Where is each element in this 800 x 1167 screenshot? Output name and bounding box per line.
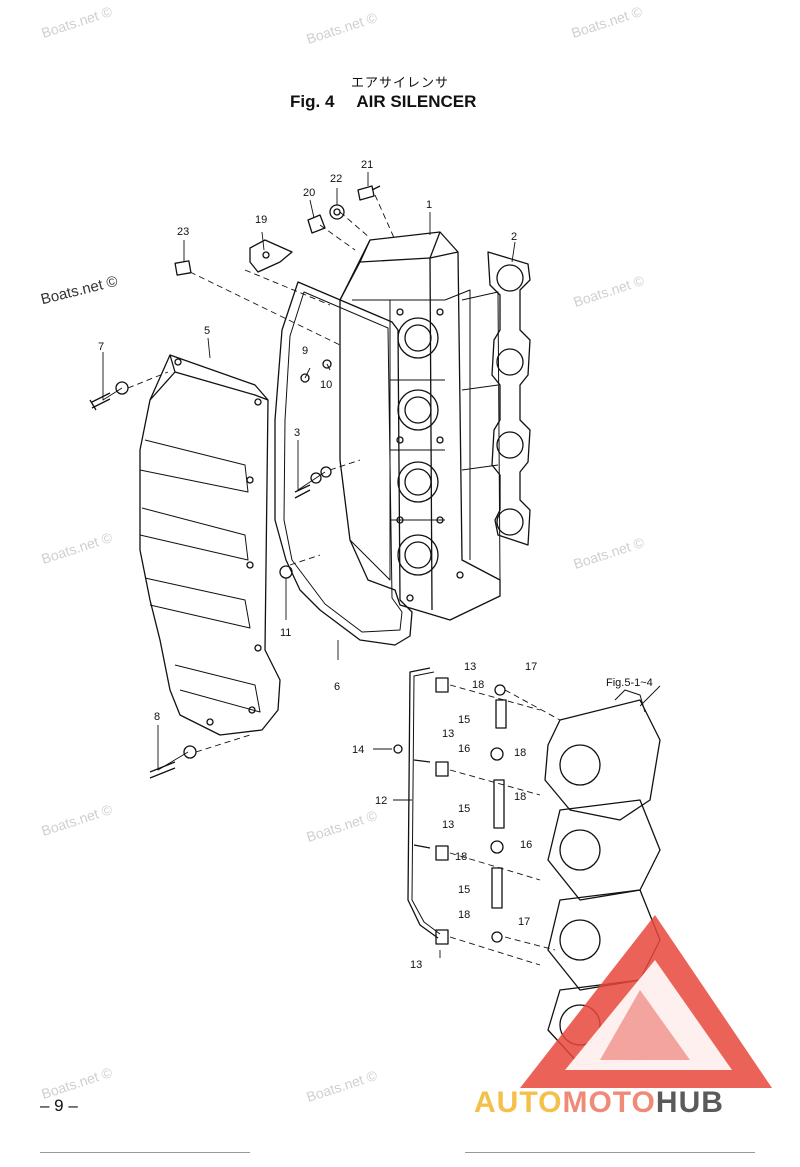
cross-reference-label: Fig.5-1~4 bbox=[606, 677, 653, 689]
figure-number: Fig. 4 bbox=[290, 92, 335, 111]
cover-gasket-part bbox=[274, 281, 413, 646]
callout-label: 10 bbox=[320, 379, 332, 391]
footer-rule bbox=[465, 1152, 755, 1153]
callout-label: 20 bbox=[303, 187, 315, 199]
callout-label: 22 bbox=[330, 173, 342, 185]
callout-label: 9 bbox=[302, 345, 308, 357]
brand-hub: HUB bbox=[655, 1086, 724, 1119]
callout-label: 18 bbox=[458, 909, 470, 921]
callout-leaders bbox=[102, 172, 661, 958]
callout-label: 15 bbox=[458, 803, 470, 815]
callout-label: 3 bbox=[294, 427, 300, 439]
callout-label: 13 bbox=[442, 819, 454, 831]
callout-label: 17 bbox=[525, 661, 537, 673]
callout-label: 21 bbox=[361, 159, 373, 171]
figure-title: Fig. 4 AIR SILENCER bbox=[290, 92, 476, 112]
callout-label: 18 bbox=[514, 747, 526, 759]
callout-label: 12 bbox=[375, 795, 387, 807]
callout-label: 16 bbox=[520, 839, 532, 851]
brand-moto: MOTO bbox=[562, 1086, 656, 1119]
callout-label: 2 bbox=[511, 231, 517, 243]
brand-logo-text: AUTOMOTOHUB bbox=[474, 1086, 724, 1120]
callout-label: 5 bbox=[204, 325, 210, 337]
callout-label: 7 bbox=[98, 341, 104, 353]
brand-auto: AUTO bbox=[474, 1086, 563, 1119]
callout-label: 18 bbox=[455, 851, 467, 863]
assembly-dash-lines bbox=[127, 194, 561, 966]
callout-label: 1 bbox=[426, 199, 432, 211]
autmotohub-triangle-logo bbox=[520, 915, 772, 1088]
callout-label: 13 bbox=[442, 728, 454, 740]
callout-label: 15 bbox=[458, 884, 470, 896]
cover-part bbox=[139, 354, 281, 736]
callout-label: 13 bbox=[464, 661, 476, 673]
callout-label: 15 bbox=[458, 714, 470, 726]
callout-label: 11 bbox=[280, 627, 291, 639]
footer-rule bbox=[40, 1152, 250, 1153]
figure-name: AIR SILENCER bbox=[356, 92, 477, 111]
figure-title-japanese: エアサイレンサ bbox=[350, 76, 449, 91]
silencer-body-part bbox=[339, 231, 501, 621]
callout-numbers: 1 2 3 5 6 7 8 9 10 11 12 13 13 13 13 14 … bbox=[98, 159, 653, 971]
callout-label: 6 bbox=[334, 681, 340, 693]
callout-label: 17 bbox=[518, 916, 530, 928]
callout-label: 23 bbox=[177, 226, 189, 238]
callout-label: 13 bbox=[410, 959, 422, 971]
callout-label: 19 bbox=[255, 214, 267, 226]
callout-label: 18 bbox=[472, 679, 484, 691]
page-number: – 9 – bbox=[40, 1096, 78, 1115]
gasket-part bbox=[487, 251, 531, 546]
callout-label: 8 bbox=[154, 711, 160, 723]
callout-label: 14 bbox=[352, 744, 364, 756]
fuel-line-assembly bbox=[393, 667, 507, 945]
callout-label: 18 bbox=[514, 791, 526, 803]
hardware-parts bbox=[89, 185, 381, 779]
callout-label: 16 bbox=[458, 743, 470, 755]
